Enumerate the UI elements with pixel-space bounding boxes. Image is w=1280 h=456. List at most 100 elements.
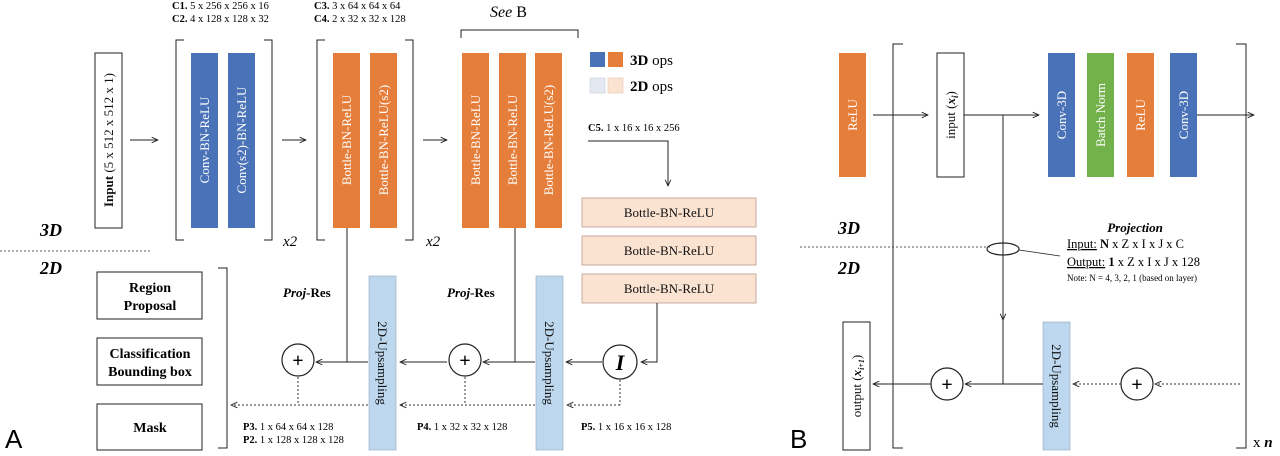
bottle-to-identity-arrow	[641, 303, 658, 362]
bottle-bn-relu-block-b1	[462, 53, 489, 228]
bottle-2d-block-1	[581, 197, 757, 228]
legend-3d-label: 3D ops	[630, 53, 673, 69]
upsampling-label-b: 2D-Upsampling	[1049, 344, 1064, 428]
legend-2d-gray-swatch	[589, 77, 606, 94]
bottle-bn-relu-s2-label-a1: Bottle-BN-ReLU(s2)	[376, 85, 391, 195]
proj-res-label-2: Proj-Res	[447, 285, 495, 300]
batch-norm-block	[1087, 53, 1114, 177]
relu-label-2: ReLU	[1133, 99, 1148, 131]
heads-bracket	[218, 267, 228, 449]
x2-label-a: x2	[282, 234, 298, 250]
x2-label-b: x2	[425, 234, 441, 250]
conv3d-label-1: Conv-3D	[1054, 91, 1069, 139]
region-proposal-label-1: Region	[129, 281, 171, 296]
p3-label: P3. 1 x 64 x 64 x 128	[243, 422, 333, 433]
bottle-bn-relu-label-b2: Bottle-BN-ReLU	[505, 94, 520, 185]
legend-2d-label: 2D ops	[630, 79, 673, 95]
conv-s2-bn-relu-block	[228, 53, 255, 228]
group1-right-bracket	[264, 39, 273, 241]
see-b-label: See B	[490, 4, 527, 21]
batch-norm-label: Batch Norm	[1093, 83, 1108, 147]
upsampling-block-b	[1042, 321, 1071, 451]
group1-left-bracket	[175, 39, 184, 241]
p4-label: P4. 1 x 32 x 32 x 128	[417, 422, 507, 433]
plus-label-b1: +	[941, 374, 952, 396]
region-proposal-box	[96, 271, 203, 320]
conv3d-block-1	[1048, 53, 1075, 177]
projection-note: Note: N = 4, 3, 2, 1 (based on layer)	[1067, 273, 1197, 283]
bottle-bn-relu-label-b1: Bottle-BN-ReLU	[468, 94, 483, 185]
bottle-bn-relu-label-a1: Bottle-BN-ReLU	[339, 94, 354, 185]
proj-res-label-1: Proj-Res	[283, 285, 331, 300]
bottle-bn-relu-s2-label-b3: Bottle-BN-ReLU(s2)	[541, 85, 556, 195]
input-xi-label: input (xi)	[943, 91, 960, 139]
group2-right-bracket	[405, 39, 414, 241]
panel-a-label: A	[5, 424, 23, 454]
c1-label: C1. 5 x 256 x 256 x 16	[172, 1, 269, 12]
p2-label: P2. 1 x 128 x 128 x 128	[243, 435, 344, 446]
conv-bn-relu-label: Conv-BN-ReLU	[197, 96, 212, 183]
identity-label: I	[615, 350, 626, 375]
plus-label-b2: +	[1131, 374, 1142, 396]
projection-input: Input: N x Z x I x J x C	[1067, 237, 1184, 251]
bottle-2d-block-3	[581, 273, 757, 304]
c2-label: C2. 4 x 128 x 128 x 32	[172, 14, 269, 25]
panel-a: C1. 5 x 256 x 256 x 16 C2. 4 x 128 x 128…	[0, 1, 757, 454]
panel-b-left-bracket	[892, 43, 903, 449]
output-xi1-label: output (xi+1)	[849, 355, 866, 417]
upsampling-block-a2	[535, 275, 564, 451]
c3-label: C3. 3 x 64 x 64 x 64	[314, 1, 401, 12]
conv3d-block-2	[1170, 53, 1197, 177]
mask-label: Mask	[133, 421, 167, 436]
classification-label-1: Classification	[110, 347, 191, 362]
bottle-2d-label-3: Bottle-BN-ReLU	[624, 281, 715, 296]
bottle-bn-relu-block-a1	[333, 53, 360, 228]
plus-label-a2: +	[459, 350, 470, 372]
p5-label: P5. 1 x 16 x 16 x 128	[581, 422, 671, 433]
bottle-bn-relu-s2-block-a1	[370, 53, 397, 228]
projection-output: Output: 1 x Z x I x J x 128	[1067, 255, 1200, 269]
input-xi-block	[936, 52, 965, 178]
input-box	[94, 52, 123, 229]
bottle-2d-block-2	[581, 235, 757, 266]
region-proposal-label-2: Proposal	[124, 299, 177, 314]
projection-title: Projection	[1107, 220, 1163, 235]
input-label: Input (5 x 512 x 512 x 1)	[101, 73, 116, 207]
legend-2d-peach-swatch	[607, 77, 624, 94]
bottle-bn-relu-block-b2	[499, 53, 526, 228]
conv3d-label-2: Conv-3D	[1176, 91, 1191, 139]
relu-label-1: ReLU	[845, 99, 860, 131]
label-2d-b: 2D	[837, 258, 860, 278]
upsampling-label-a2: 2D-Upsampling	[542, 321, 557, 405]
plus-node-a2	[448, 343, 482, 377]
bottle-bn-relu-s2-block-b3	[535, 53, 562, 228]
see-b-bracket	[460, 29, 579, 38]
plus-node-a1	[281, 343, 315, 377]
relu-block-1	[839, 53, 866, 177]
upsampling-block-a1	[368, 275, 397, 451]
panel-b-right-bracket	[1236, 43, 1247, 449]
legend-3d-orange-swatch	[608, 52, 623, 67]
conv-s2-bn-relu-label: Conv(s2)-BN-ReLU	[234, 86, 249, 193]
projection-ellipse	[986, 242, 1020, 256]
output-xi1-block	[842, 321, 871, 451]
mask-box	[96, 403, 203, 451]
relu-block-2	[1127, 53, 1154, 177]
classification-label-2: Bounding box	[108, 365, 192, 380]
c5-label: C5. 1 x 16 x 16 x 256	[588, 123, 680, 134]
c4-label: C4. 2 x 32 x 32 x 128	[314, 14, 406, 25]
legend-3d-blue-swatch	[590, 52, 605, 67]
group2-left-bracket	[316, 39, 325, 241]
classification-box	[96, 337, 203, 386]
panel-b-label: B	[790, 424, 807, 454]
panel-b: ReLU input (xi) Conv-3D Batch Norm ReLU …	[790, 43, 1273, 454]
label-3d-a: 3D	[39, 220, 62, 240]
identity-node	[602, 344, 638, 380]
bottle-2d-label-2: Bottle-BN-ReLU	[624, 243, 715, 258]
plus-label-a1: +	[292, 350, 303, 372]
conv-bn-relu-block	[191, 53, 218, 228]
label-2d-a: 2D	[39, 258, 62, 278]
projection-callout-line	[1018, 249, 1061, 257]
label-3d-b: 3D	[837, 218, 860, 238]
